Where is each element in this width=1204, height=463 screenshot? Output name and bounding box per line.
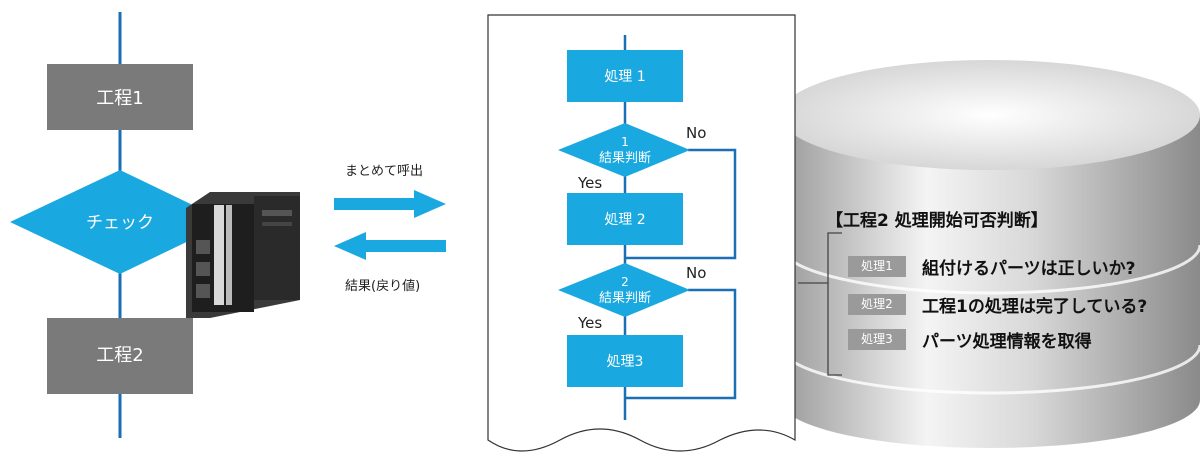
process3-label: 処理3 [607,354,644,370]
decision1-num: 1 [621,135,629,149]
decision2-label: 結果判断 [599,291,651,306]
process2-box [567,193,683,245]
decision1-label: 結果判断 [599,151,651,166]
yes-label-1: Yes [577,174,602,192]
no-label-2: No [686,264,706,282]
call-arrow-right [334,190,446,218]
yes-label-2: Yes [577,314,602,332]
plc-controller-image [186,192,300,318]
process1-label: 処理 1 [604,69,645,85]
db-item-2-tag: 処理2 [848,294,906,315]
check-diamond [10,170,228,274]
return-label: 結果(戻り値) [345,279,421,294]
db-panel-title: 【工程2 処理開始可否判断】 [826,211,1048,231]
db-item-3-text: パーツ処理情報を取得 [922,332,1092,352]
no-path-2 [625,288,737,400]
no-label-1: No [686,124,706,142]
document-flowchart: 処理 1 1 結果判断 No Yes 処理 2 2 結果判断 No Yes 処理… [487,14,796,452]
process1-box [567,50,683,102]
step1-box [47,64,193,130]
db-item-1-text: 組付けるパーツは正しいか? [922,259,1136,279]
no-path-1 [625,148,737,260]
process2-label: 処理 2 [604,212,645,228]
call-label: まとめて呼出 [345,164,424,179]
db-item-2-text: 工程1の処理は完了している? [922,297,1148,317]
check-label: チェック [86,213,154,233]
step1-label: 工程1 [96,88,143,109]
process3-box [567,335,683,387]
arrows-group [334,190,446,260]
step2-box [47,318,193,394]
left-flow-diagram: 工程1 チェック 工程2 [10,12,300,438]
step2-label: 工程2 [96,345,143,366]
db-item-3-tag: 処理3 [848,329,906,350]
decision2-diamond [558,263,690,317]
return-arrow-left [334,232,446,260]
decision2-num: 2 [621,275,629,289]
db-item-1-tag: 処理1 [848,256,906,277]
decision1-diamond [558,123,690,177]
